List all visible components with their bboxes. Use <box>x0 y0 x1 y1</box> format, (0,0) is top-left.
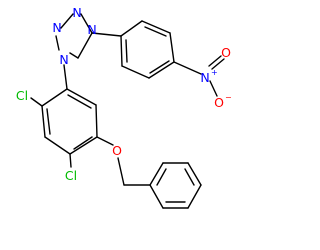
tetrazole-n3-label: N <box>59 52 68 67</box>
tetrazole-n4-label: N <box>87 22 96 37</box>
nitro-o-bottom-label: O <box>214 95 224 110</box>
tetrazole-n1-label: N <box>52 20 61 35</box>
cl-upper-label: Cl <box>16 88 28 103</box>
chemical-structure: N N N N N + O O − Cl Cl O <box>16 5 232 209</box>
bond-lines <box>30 13 225 209</box>
nitro-o-bottom-charge: − <box>225 93 232 102</box>
tetrazole-n2-label: N <box>72 5 81 20</box>
nitro-o-top-label: O <box>221 45 231 60</box>
cl-lower-label: Cl <box>65 168 77 183</box>
nitro-n-label: N <box>200 70 209 85</box>
nitro-n-charge: + <box>211 68 218 77</box>
ether-o-label: O <box>112 143 122 158</box>
